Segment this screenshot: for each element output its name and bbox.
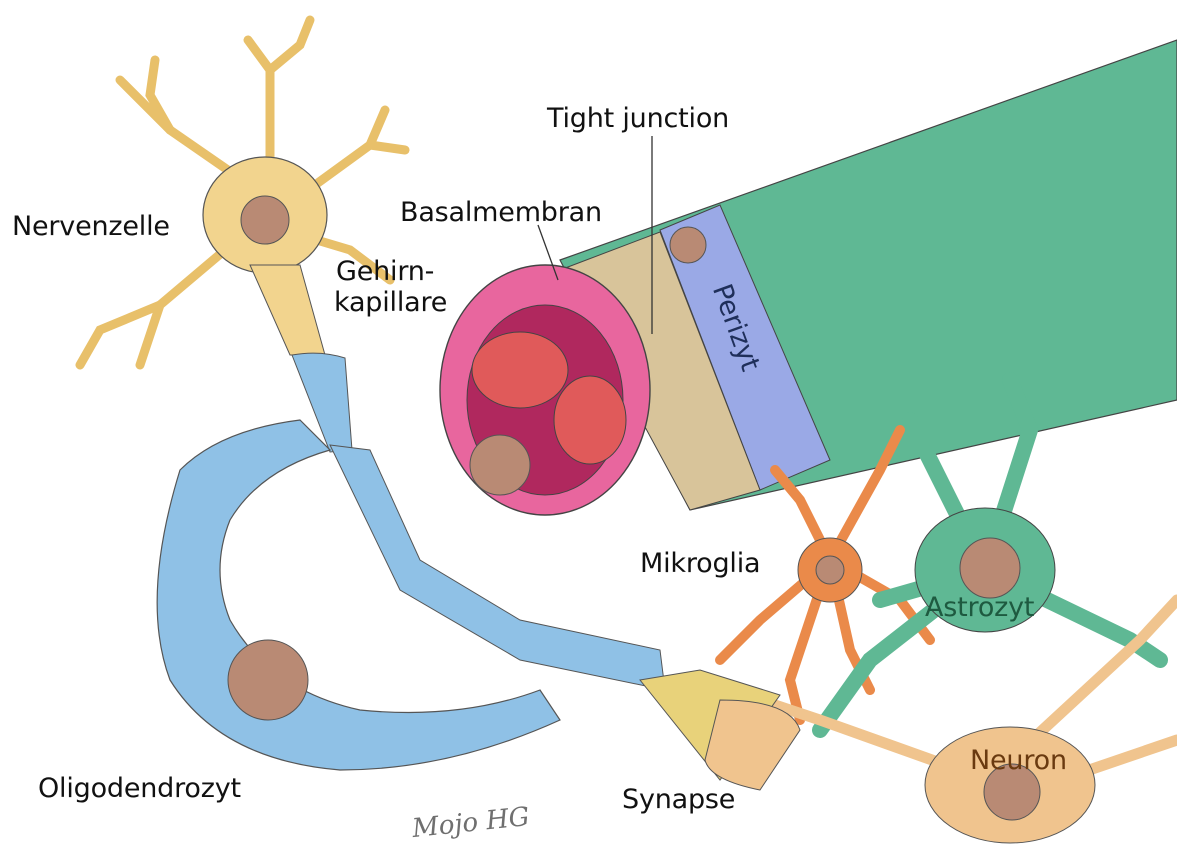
label-kapillare: kapillare [334, 287, 447, 319]
label-mikroglia: Mikroglia [640, 548, 760, 580]
label-neuron: Neuron [970, 745, 1067, 777]
label-tight-junction: Tight junction [547, 103, 729, 135]
label-nervenzelle: Nervenzelle [12, 211, 170, 243]
label-oligodendrozyt: Oligodendrozyt [38, 773, 241, 805]
label-synapse: Synapse [622, 784, 735, 816]
synapse [640, 670, 800, 790]
label-astrozyt: Astrozyt [925, 592, 1034, 624]
label-gehirn: Gehirn- [336, 256, 434, 288]
label-basalmembran: Basalmembran [400, 197, 602, 229]
